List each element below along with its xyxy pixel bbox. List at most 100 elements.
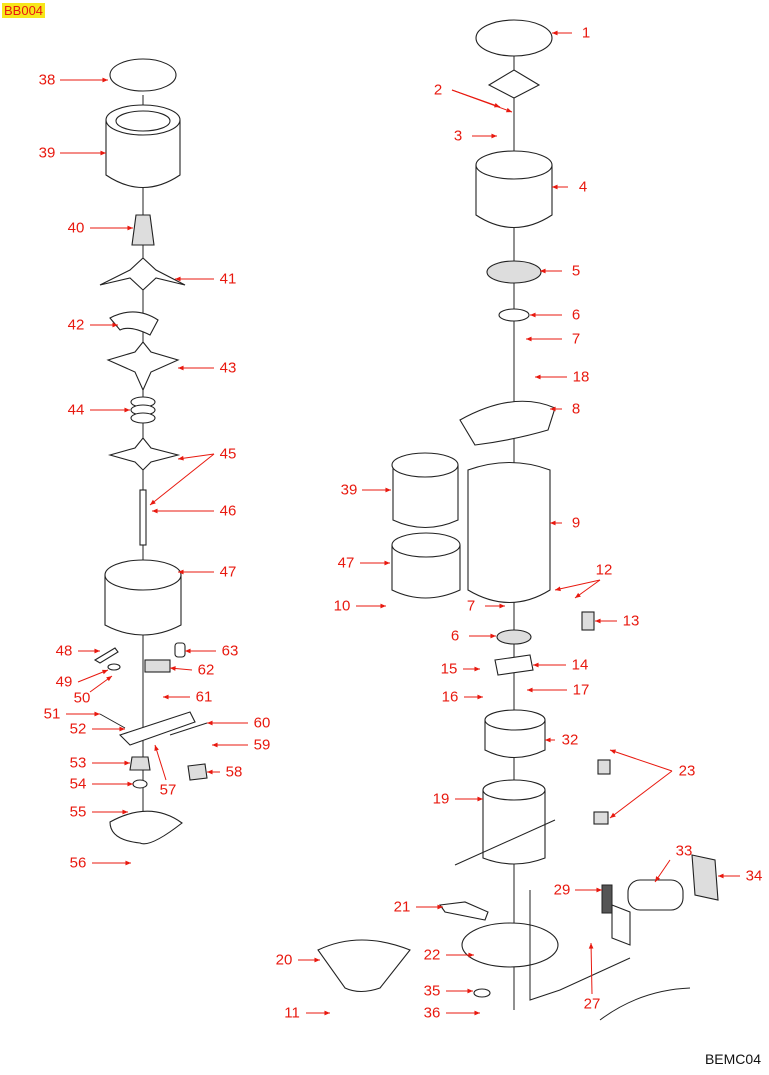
sheet-id-badge: BB004: [2, 3, 46, 18]
arrowhead-icon: [124, 407, 130, 413]
callout-leader-line: [609, 749, 673, 772]
arrowhead-icon: [610, 749, 616, 754]
callout-label: 33: [675, 842, 693, 860]
arrowhead-icon: [380, 603, 386, 609]
part-lid-38: [109, 58, 177, 92]
part-foot-35: [473, 988, 491, 998]
callout-label: 61: [195, 688, 213, 706]
right-assembly: [317, 19, 719, 1021]
callout-label: 43: [219, 359, 237, 377]
part-base-22: [461, 922, 559, 968]
callout-label: 39: [38, 144, 56, 162]
callout-leader-line: [149, 453, 215, 506]
part-ring-6b: [496, 629, 532, 645]
arrowhead-icon: [112, 322, 118, 328]
part-housing-32: [484, 720, 546, 758]
callout-label: 7: [571, 330, 581, 348]
arrowhead-icon: [100, 150, 106, 156]
callout-label: 5: [571, 262, 581, 280]
callout-label: 54: [69, 775, 87, 793]
callout-label: 2: [433, 81, 443, 99]
callout-label: 29: [553, 881, 571, 899]
callout-label: 16: [441, 688, 459, 706]
arrowhead-icon: [474, 1010, 480, 1016]
part-blade-43: [106, 341, 180, 392]
arrowhead-icon: [94, 648, 100, 654]
arrowhead-icon: [533, 662, 539, 668]
part-lever-57: [118, 711, 196, 746]
arrowhead-icon: [610, 812, 616, 818]
arrowhead-icon: [207, 769, 213, 775]
callout-label: 14: [571, 656, 589, 674]
part-motor-19: [482, 790, 546, 865]
arrowhead-icon: [526, 336, 532, 342]
arrowhead-icon: [506, 107, 512, 113]
callout-label: 58: [225, 763, 243, 781]
arrowhead-icon: [185, 648, 191, 654]
callout-label: 18: [572, 368, 590, 386]
callout-label: 40: [67, 219, 85, 237]
part-blade-45: [107, 437, 181, 471]
callout-label: 39: [340, 481, 358, 499]
arrowhead-icon: [124, 760, 130, 766]
arrowhead-icon: [152, 508, 158, 514]
callout-label: 22: [423, 946, 441, 964]
arrowhead-icon: [102, 669, 108, 675]
callout-label: 56: [69, 854, 87, 872]
left-assembly: [93, 58, 208, 845]
arrowhead-icon: [314, 957, 320, 963]
arrowhead-icon: [127, 781, 133, 787]
part-cone-40: [131, 214, 155, 246]
part-lid-1: [475, 19, 553, 57]
part-washer-54: [132, 779, 148, 789]
part-nut-53: [129, 756, 151, 771]
arrowhead-icon: [499, 603, 505, 609]
part-plate-55: [109, 810, 183, 845]
arrowhead-icon: [655, 876, 661, 882]
callout-label: 9: [571, 514, 581, 532]
arrowhead-icon: [385, 487, 391, 493]
part-14: [494, 654, 534, 676]
part-bowl-47: [104, 575, 182, 636]
callout-label: 51: [43, 705, 61, 723]
callout-label: 47: [219, 563, 237, 581]
part-23b: [593, 811, 609, 825]
arrowhead-icon: [94, 711, 100, 717]
callout-label: 41: [219, 270, 237, 288]
part-blade-41: [99, 257, 186, 291]
part-cylinder-39: [105, 120, 181, 189]
callout-label: 13: [622, 612, 640, 630]
part-burr-5: [486, 260, 542, 284]
callout-label: 11: [284, 1004, 300, 1022]
arrowhead-icon: [127, 225, 133, 231]
arrowhead-icon: [490, 633, 496, 639]
arrowhead-icon: [125, 860, 131, 866]
arrowhead-icon: [550, 406, 556, 412]
arrowhead-icon: [535, 374, 541, 380]
arrowhead-icon: [555, 586, 561, 592]
arrowhead-icon: [596, 887, 602, 893]
arrowhead-icon: [122, 809, 128, 815]
part-cylinder-39b: [392, 465, 459, 528]
callout-label: 48: [55, 642, 73, 660]
arrowhead-icon: [527, 687, 533, 693]
callout-label: 60: [253, 714, 271, 732]
arrowhead-icon: [477, 694, 483, 700]
arrowhead-icon: [468, 952, 474, 958]
arrowhead-icon: [550, 520, 556, 526]
callout-label: 6: [450, 627, 460, 645]
callout-label: 42: [67, 316, 85, 334]
callout-label: 47: [337, 554, 355, 572]
callout-label: 12: [595, 561, 613, 579]
callout-label: 32: [561, 731, 579, 749]
arrowhead-icon: [170, 666, 176, 671]
arrowhead-icon: [545, 737, 551, 743]
arrowhead-icon: [324, 1010, 330, 1016]
part-power-cord: [599, 987, 691, 1021]
arrowhead-icon: [154, 745, 159, 751]
callout-label: 15: [440, 660, 458, 678]
arrowhead-icon: [595, 618, 601, 624]
arrowhead-icon: [178, 455, 184, 461]
